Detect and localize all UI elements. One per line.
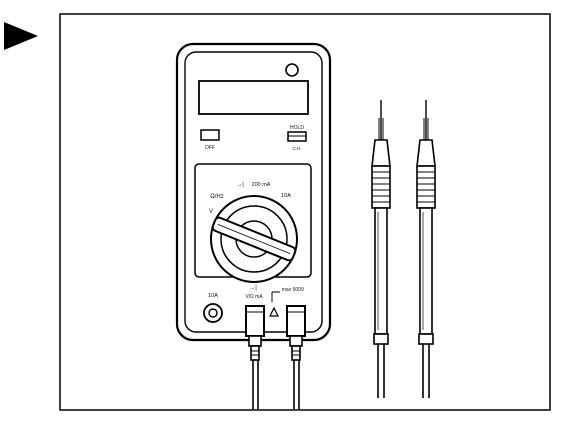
lcd-display — [198, 80, 309, 115]
figure-frame — [59, 13, 551, 411]
off-button-label: OFF — [205, 145, 215, 151]
jack-vohm-label: V/Ω mA — [245, 294, 263, 300]
top-round-button — [285, 63, 299, 77]
dial-label-diode: →| — [236, 182, 244, 188]
hold-button-label: HOLD — [290, 125, 304, 131]
jack-10a-label: 10A — [208, 293, 218, 299]
jack-diode-label: →| — [249, 285, 257, 291]
plug-left — [245, 305, 265, 361]
play-triangle-icon — [4, 22, 38, 50]
jack-labels: →| V/Ω mA max 600V — [245, 285, 305, 317]
off-button: OFF — [200, 129, 220, 151]
test-probe-right — [416, 100, 436, 398]
jack-10a: 10A — [203, 293, 223, 323]
multimeter: OFF HOLD C.H. Ω/Hz V →| 200 mA 10A — [175, 42, 332, 409]
max-voltage-label: max 600V — [282, 287, 305, 293]
hold-button-sublabel: C.H. — [293, 146, 302, 151]
warning-triangle-icon — [269, 306, 279, 317]
dial-label-v: V — [209, 209, 213, 215]
plug-right — [286, 305, 306, 361]
test-probe-left — [371, 100, 391, 398]
dial-label-10a: 10A — [281, 193, 291, 199]
dial-label-ohm: Ω/Hz — [210, 194, 224, 200]
rotary-dial — [210, 195, 298, 283]
dial-label-200ma: 200 mA — [252, 182, 271, 188]
hold-button: HOLD C.H. — [287, 125, 307, 151]
cables — [252, 360, 300, 409]
